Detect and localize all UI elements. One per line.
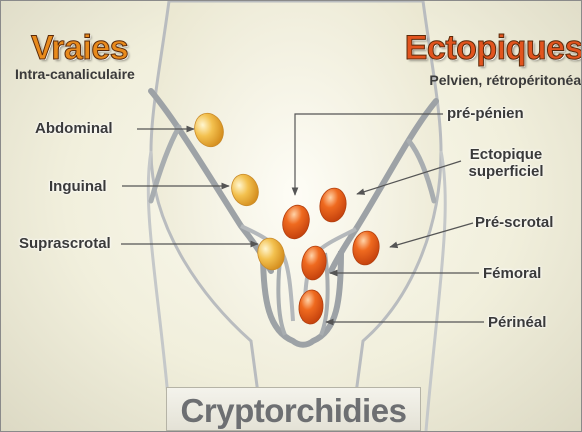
vraies-heading: Vraies <box>31 31 128 65</box>
caption-title: Cryptorchidies <box>167 392 420 430</box>
label-femoral: Fémoral <box>483 265 541 282</box>
label-inguinal: Inguinal <box>49 178 107 195</box>
label-ectopique-superficiel-text: Ectopique superficiel <box>467 146 545 181</box>
ectopiques-heading: Ectopiques <box>405 31 582 65</box>
label-perineal: Périnéal <box>488 314 546 331</box>
label-abdominal: Abdominal <box>35 120 113 137</box>
label-pre-scrotal: Pré-scrotal <box>475 214 553 231</box>
caption-box: Cryptorchidies <box>166 387 421 431</box>
label-pre-penien: pré-pénien <box>447 105 524 122</box>
label-ectopique-superficiel: Ectopique superficiel <box>467 146 545 181</box>
label-suprascrotal: Suprascrotal <box>19 235 111 252</box>
vraies-subtitle: Intra-canaliculaire <box>15 67 135 81</box>
ectopiques-subtitle: Pelvien, rétropéritonéal <box>429 73 582 87</box>
